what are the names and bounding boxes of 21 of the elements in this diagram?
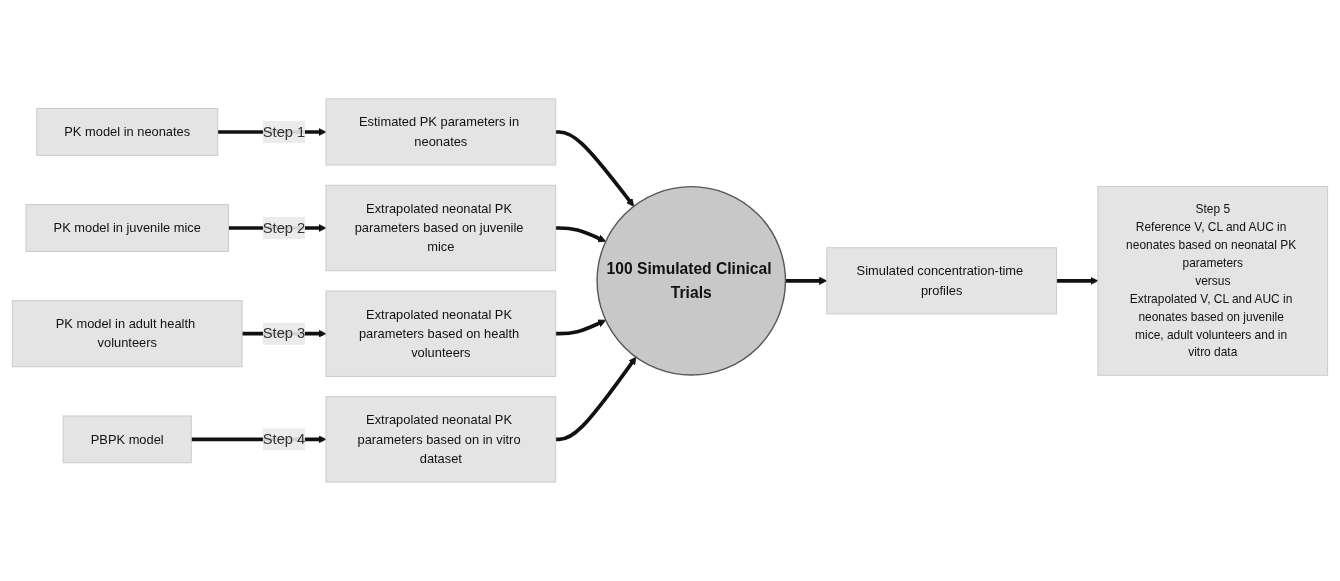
arrow xyxy=(1056,276,1099,285)
arrow xyxy=(555,226,607,243)
edge-label: Step 2 xyxy=(262,219,306,236)
node-box: PK model in adult health volunteers xyxy=(11,300,243,368)
node-box: PBPK model xyxy=(62,415,192,464)
node-circle: 100 Simulated Clinical Trials xyxy=(596,185,787,376)
edge-label: Step 4 xyxy=(262,431,306,447)
node-box: PK model in neonates xyxy=(36,108,219,156)
arrow xyxy=(785,276,828,285)
node-box: Extrapolated neonatal PK parameters based on juvenile mice xyxy=(325,184,557,272)
node-box: Extrapolated neonatal PK parameters based on health volunteers xyxy=(325,290,557,377)
node-box: Estimated PK parameters in neonates xyxy=(325,98,557,166)
node-box: Step 5 Reference V, CL and AUC in neonates based on neonatal PK parameters versus Extrapolated V, CL and AUC in neonates based on juvenile mice, adult volunteers and in vitro data xyxy=(1097,185,1329,376)
edge-label: Step 3 xyxy=(262,325,306,342)
node-box: Simulated concentration-time profiles xyxy=(826,247,1057,315)
arrow xyxy=(555,356,637,442)
node-box: PK model in juvenile mice xyxy=(25,204,229,252)
arrow xyxy=(555,130,635,207)
arrow xyxy=(555,319,607,336)
node-box: Extrapolated neonatal PK parameters based on in vitro dataset xyxy=(325,396,557,483)
edge-label: Step 1 xyxy=(262,123,306,140)
